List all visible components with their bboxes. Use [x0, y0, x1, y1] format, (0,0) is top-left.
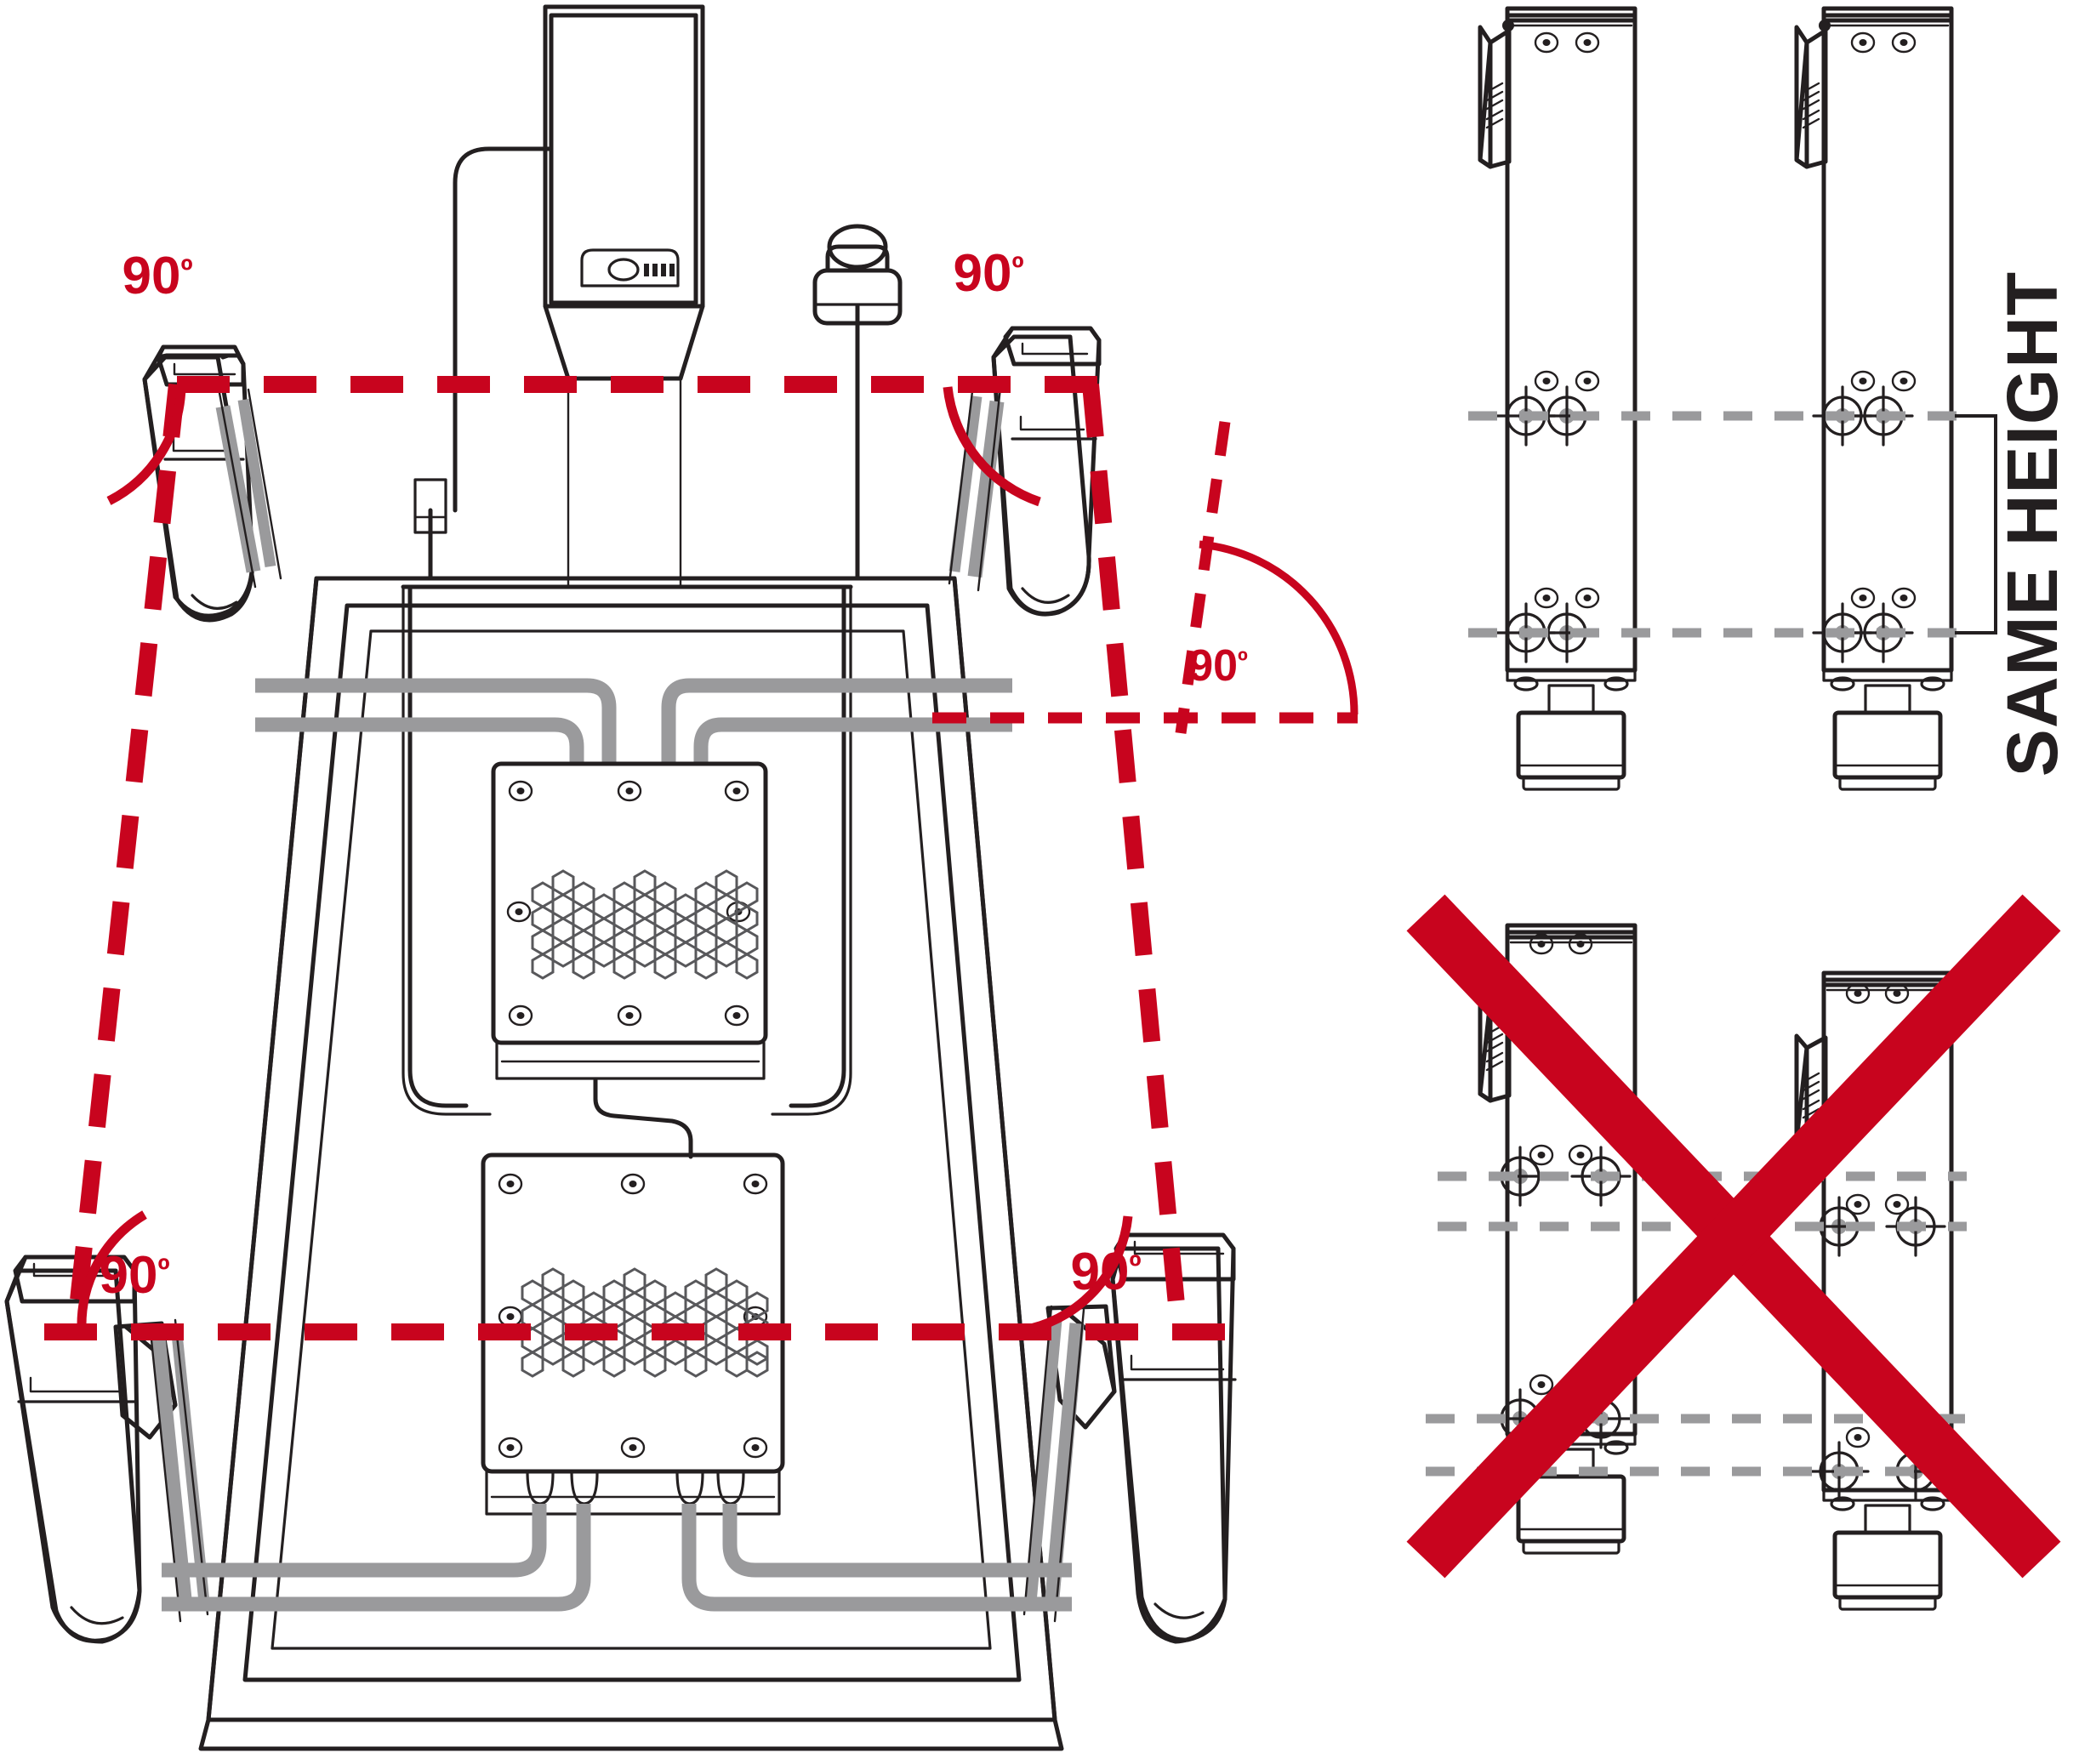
column-screws-mid [1845, 1193, 1910, 1215]
angle-label-group: 90º 90º 90º 90º 90º [99, 244, 1248, 1305]
column-bottom-left [4, 1255, 210, 1644]
vent-slot-group [1802, 82, 1820, 129]
indicator-bars [644, 264, 675, 276]
hose-routing-lower [162, 1504, 1072, 1612]
guide-free-slant [1175, 421, 1231, 734]
angle-arcs [77, 386, 1358, 1334]
degree-symbol: º [180, 253, 192, 289]
column-screws-top [1850, 31, 1917, 54]
correct-column-left [1478, 6, 1638, 789]
angle-label-top-right: 90º [953, 244, 1023, 303]
correct-alignment-panel: SAME HEIGHT [1468, 6, 2072, 789]
emergency-button-icon [812, 224, 903, 581]
correct-column-right [1794, 6, 1954, 789]
dimension-brace [1955, 414, 1997, 634]
column-screws-low [1529, 1374, 1554, 1396]
electronics-module-upper [491, 761, 768, 1080]
same-height-label: SAME HEIGHT [1992, 271, 2072, 777]
angle-label-bottom-right: 90º [1070, 1243, 1141, 1301]
module-connectors [526, 1470, 745, 1505]
control-tower [413, 4, 705, 589]
vent-slot-group [1802, 1072, 1820, 1119]
vent-slot-group [1485, 82, 1504, 129]
honeycomb-vent-icon [531, 869, 759, 980]
arc-bottom-left [77, 1210, 147, 1329]
angle-label-top-left: 90º [122, 247, 192, 305]
degree-symbol: º [1129, 1249, 1141, 1285]
column-top-right [948, 326, 1102, 617]
control-panel-icon [580, 248, 680, 287]
incorrect-alignment-panel [1406, 894, 2061, 1609]
angle-label-free-right: 90º [1188, 641, 1248, 691]
column-screws-low [1845, 1426, 1871, 1448]
column-bottom-right [1022, 1232, 1237, 1644]
red-x-cross-icon [1406, 894, 2061, 1579]
degree-symbol: º [1238, 646, 1248, 676]
arc-top-right [943, 386, 1041, 507]
angle-label-bottom-left: 90º [99, 1246, 169, 1305]
angle-value: 90 [1188, 641, 1238, 691]
column-screws-top [1534, 31, 1600, 54]
angle-value: 90 [122, 247, 180, 305]
hose-routing-upper [255, 678, 1012, 765]
vent-slot-group [1485, 1024, 1504, 1072]
internal-chassis-outline [401, 584, 853, 1116]
alignment-guides-red [44, 376, 1358, 1340]
honeycomb-vent-icon [521, 1267, 769, 1378]
alignment-lines-correct [1468, 411, 1974, 638]
column-top-left [142, 344, 282, 623]
angle-value: 90 [1070, 1243, 1129, 1301]
arc-top-left [106, 386, 186, 505]
arc-bottom-right [1029, 1215, 1133, 1334]
guide-left-slant [66, 383, 185, 1334]
arc-free-right [1199, 540, 1358, 715]
angle-value: 90 [99, 1246, 157, 1305]
column-screws-mid [1529, 1144, 1593, 1166]
degree-symbol: º [1011, 250, 1023, 287]
electronics-module-lower [481, 1152, 785, 1516]
main-perspective-view: 90º 90º 90º 90º 90º [4, 4, 1358, 1751]
guide-right-slant [1082, 384, 1188, 1333]
angle-value: 90 [953, 244, 1011, 303]
degree-symbol: º [157, 1252, 169, 1289]
same-height-dimension: SAME HEIGHT [1955, 271, 2072, 777]
